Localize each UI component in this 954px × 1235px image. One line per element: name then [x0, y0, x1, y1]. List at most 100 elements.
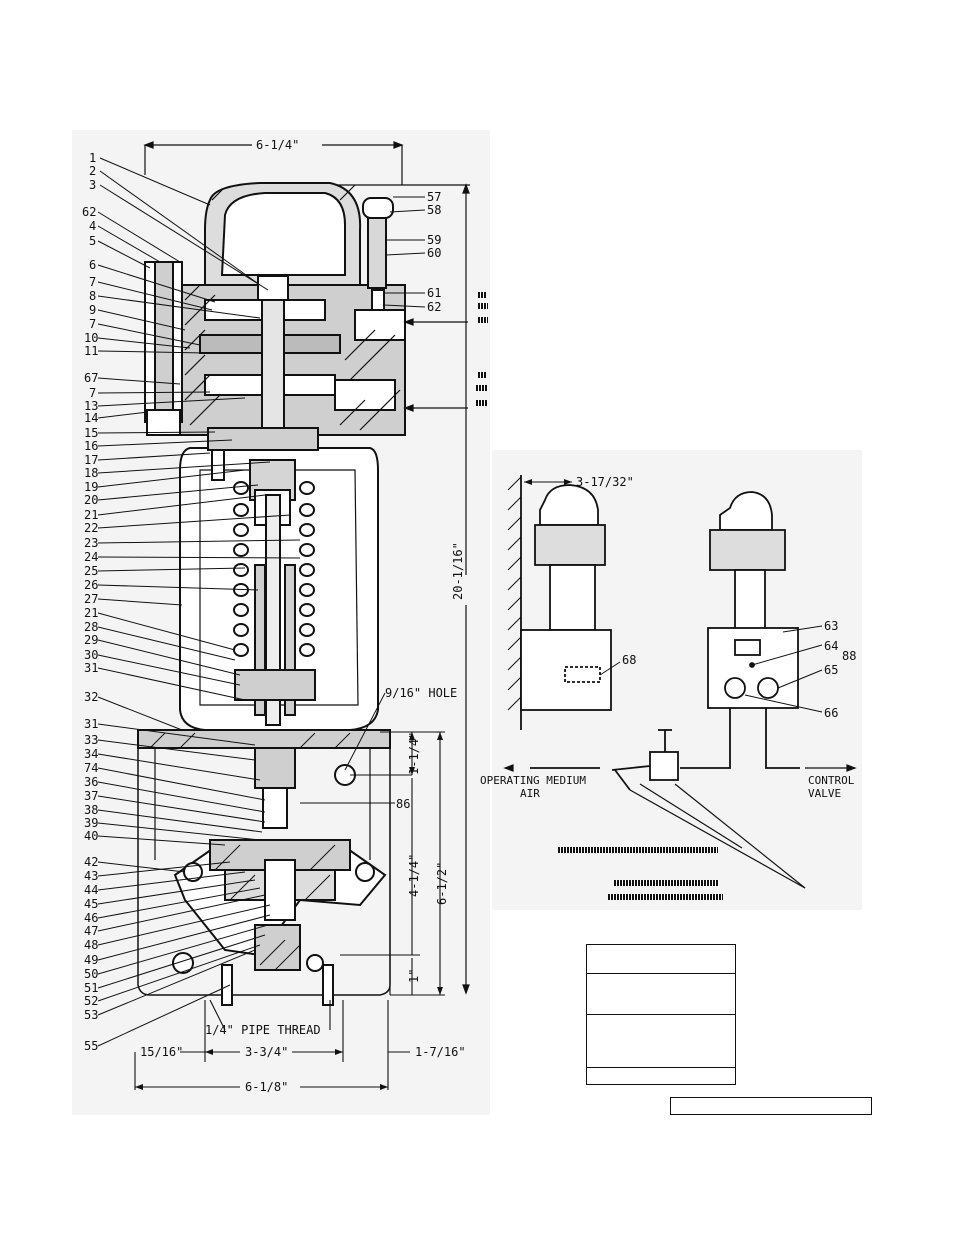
callout-24: 24: [84, 550, 98, 564]
base-plate: [137, 729, 391, 996]
callout-7c: 7: [89, 386, 96, 400]
callout-31b: 31: [84, 717, 98, 731]
dim-3-3-4: 3-3/4": [245, 1045, 288, 1059]
hatching-lower: [149, 732, 351, 971]
callout-67: 67: [84, 371, 98, 385]
dim-15-16: 15/16": [140, 1045, 183, 1059]
dim-top-width: 6-1/4": [256, 138, 299, 152]
table-row-divider: [587, 973, 735, 974]
callout-74: 74: [84, 761, 98, 775]
callout-18: 18: [84, 466, 98, 480]
callout-88: 88: [842, 649, 856, 663]
diaphragm-housing: [144, 182, 406, 441]
callout-44: 44: [84, 883, 98, 897]
callout-16: 16: [84, 439, 98, 453]
label-operating-medium: OPERATING MEDIUM: [480, 774, 586, 787]
callout-52: 52: [84, 994, 98, 1008]
callout-42: 42: [84, 855, 98, 869]
callout-9: 9: [89, 303, 96, 317]
callout-5: 5: [89, 234, 96, 248]
dim-hole: 9/16" HOLE: [385, 686, 457, 700]
callout-32: 32: [84, 690, 98, 704]
callout-61: 61: [427, 286, 441, 300]
callout-49: 49: [84, 953, 98, 967]
callout-40: 40: [84, 829, 98, 843]
label-control: CONTROL: [808, 774, 855, 787]
callout-39: 39: [84, 816, 98, 830]
label-air: AIR: [520, 787, 540, 800]
callout-50: 50: [84, 967, 98, 981]
illegible-label: [478, 372, 486, 378]
callout-62: 62: [82, 205, 96, 219]
callout-51: 51: [84, 981, 98, 995]
callout-66: 66: [824, 706, 838, 720]
callout-68: 68: [622, 653, 636, 667]
callout-46: 46: [84, 911, 98, 925]
spring-housing: [179, 427, 379, 731]
callout-47: 47: [84, 924, 98, 938]
callout-28: 28: [84, 620, 98, 634]
installation-flow-arrows: [503, 764, 857, 889]
callout-37: 37: [84, 789, 98, 803]
callout-30: 30: [84, 648, 98, 662]
illegible-label: [608, 894, 723, 900]
left-callouts: 1 2 3 62 4 5 6 7 8 9 7 10 11 67 7 13 14 …: [82, 151, 98, 1053]
callout-43: 43: [84, 869, 98, 883]
callout-53: 53: [84, 1008, 98, 1022]
dim-1-1-4: 1-1/4": [407, 732, 421, 775]
callout-65: 65: [824, 663, 838, 677]
callout-6: 6: [89, 258, 96, 272]
label-valve: VALVE: [808, 787, 841, 800]
callout-57: 57: [427, 190, 441, 204]
blank-table: [586, 944, 736, 1085]
callout-13: 13: [84, 399, 98, 413]
dim-4-1-4: 4-1/4": [407, 854, 421, 897]
callout-60: 60: [427, 246, 441, 260]
illegible-label: [558, 847, 718, 853]
callout-7a: 7: [89, 275, 96, 289]
callout-25: 25: [84, 564, 98, 578]
dim-6-1-8: 6-1/8": [245, 1080, 288, 1094]
callout-31a: 31: [84, 661, 98, 675]
lower-dimension-lines: [134, 731, 445, 1090]
callout-21b: 21: [84, 606, 98, 620]
hole-leader: [344, 692, 386, 771]
callout-29: 29: [84, 633, 98, 647]
callout-1: 1: [89, 151, 96, 165]
right-callouts: 57 58 59 60 61 62: [427, 190, 441, 314]
callout-63: 63: [824, 619, 838, 633]
callout-4: 4: [89, 219, 96, 233]
callout-8: 8: [89, 289, 96, 303]
callout-26: 26: [84, 578, 98, 592]
blank-caption-box: [670, 1097, 872, 1115]
dim-wall-offset: 3-17/32": [576, 475, 634, 489]
callout-36: 36: [84, 775, 98, 789]
callout-10: 10: [84, 331, 98, 345]
callout-21a: 21: [84, 508, 98, 522]
overall-height-dimension: [300, 183, 470, 995]
dim-pipe-thread: 1/4" PIPE THREAD: [205, 1023, 321, 1037]
callout-19: 19: [84, 480, 98, 494]
callout-64: 64: [824, 639, 838, 653]
illegible-label: [478, 303, 488, 309]
right-leader-lines: [383, 196, 426, 308]
callout-38: 38: [84, 803, 98, 817]
callout-33: 33: [84, 733, 98, 747]
illegible-label: [476, 400, 488, 406]
dim-1: 1": [407, 969, 421, 983]
illegible-label: [476, 385, 488, 391]
top-width-dimension: [143, 141, 404, 185]
dim-6-1-2: 6-1/2": [435, 862, 449, 905]
table-row-divider: [587, 1014, 735, 1015]
installation-diagram: [507, 475, 800, 791]
callout-22: 22: [84, 521, 98, 535]
callout-17: 17: [84, 453, 98, 467]
illegible-label: [478, 317, 488, 323]
table-row-divider: [587, 1067, 735, 1068]
callout-2: 2: [89, 164, 96, 178]
callout-20: 20: [84, 493, 98, 507]
illegible-label: [478, 292, 486, 298]
installation-leaders: [599, 625, 823, 713]
